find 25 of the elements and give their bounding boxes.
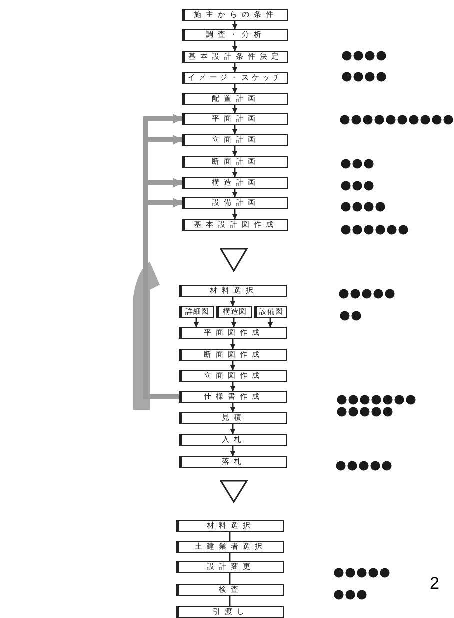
arrow: [230, 339, 236, 350]
triangle-symbol: [220, 248, 248, 272]
arrow: [232, 63, 238, 73]
arrow: [232, 146, 238, 157]
arrow: [230, 446, 236, 457]
arrow: [230, 403, 236, 413]
arrow: [230, 424, 236, 435]
arrow: [232, 168, 238, 178]
arrow: [194, 318, 200, 328]
page-number: 2: [430, 574, 440, 594]
arrow: [232, 209, 238, 220]
arrow: [230, 361, 236, 371]
arrow: [232, 105, 238, 114]
arrow: [232, 84, 238, 94]
arrow: [231, 318, 237, 328]
connector-line: [229, 596, 231, 606]
arrow: [230, 297, 236, 307]
arrow: [232, 21, 238, 30]
arrow: [232, 41, 238, 52]
arrow: [230, 382, 236, 392]
connector-line: [229, 573, 231, 584]
arrow: [232, 125, 238, 135]
triangle-symbol: [220, 480, 248, 503]
arrow: [232, 189, 238, 198]
arrow: [268, 318, 274, 328]
